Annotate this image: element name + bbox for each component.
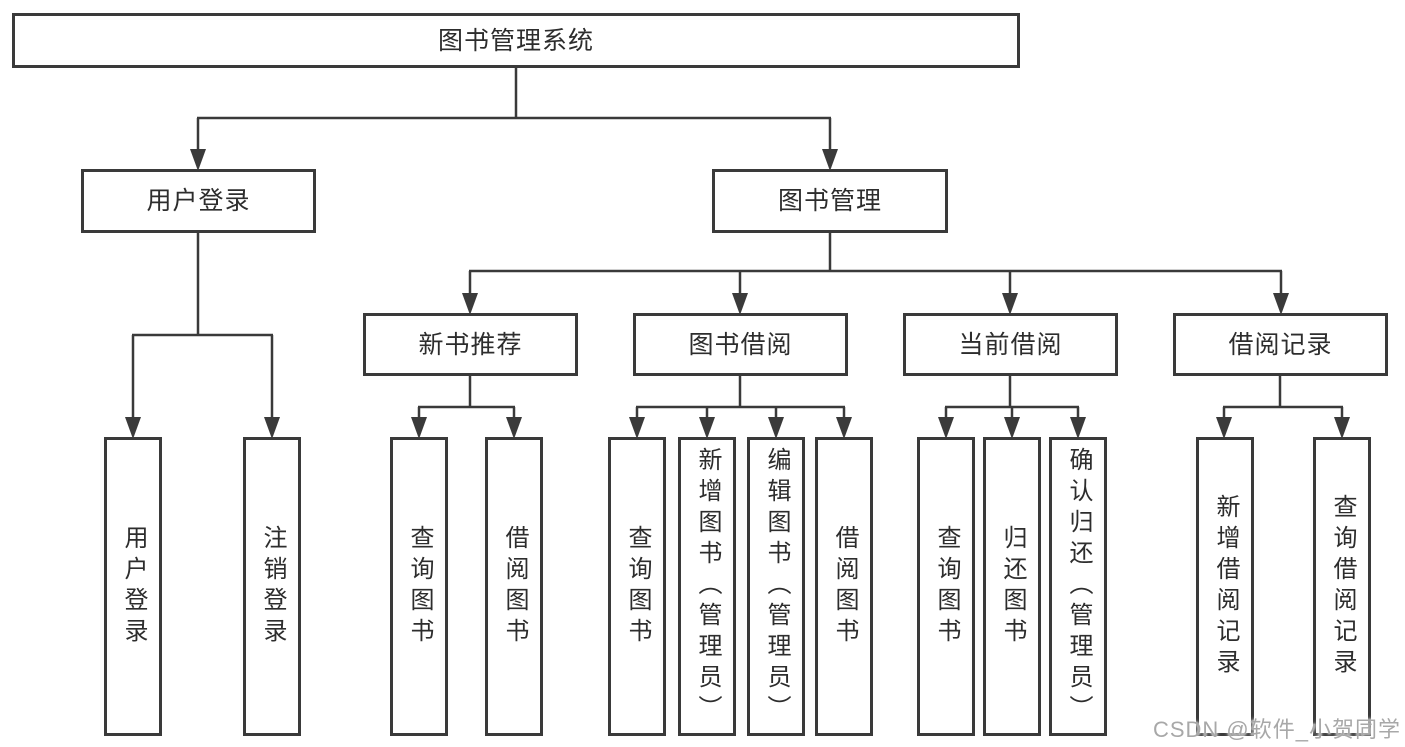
node-leaf-return-books: 归还图书 [983, 437, 1041, 736]
node-leaf-borrow-books: 借阅图书 [815, 437, 873, 736]
node-borrowing-records: 借阅记录 [1173, 313, 1388, 376]
node-leaf-query-books-current: 查询图书 [917, 437, 975, 736]
node-user-login: 用户登录 [81, 169, 316, 233]
node-leaf-query-books-recommend: 查询图书 [390, 437, 448, 736]
node-current-borrowing: 当前借阅 [903, 313, 1118, 376]
node-new-book-recommendation: 新书推荐 [363, 313, 578, 376]
node-leaf-confirm-return-admin: 确认归还（管理员） [1049, 437, 1107, 736]
node-leaf-user-login: 用户登录 [104, 437, 162, 736]
node-library-management-system: 图书管理系统 [12, 13, 1020, 68]
node-book-management: 图书管理 [712, 169, 948, 233]
node-leaf-query-borrow-record: 查询借阅记录 [1313, 437, 1371, 736]
node-leaf-query-books-borrowing: 查询图书 [608, 437, 666, 736]
node-book-borrowing: 图书借阅 [633, 313, 848, 376]
node-leaf-logout: 注销登录 [243, 437, 301, 736]
node-leaf-borrow-books-recommend: 借阅图书 [485, 437, 543, 736]
node-leaf-add-borrow-record: 新增借阅记录 [1196, 437, 1254, 736]
node-leaf-edit-books-admin: 编辑图书（管理员） [747, 437, 805, 736]
watermark: CSDN @软件_小贺同学 [1152, 717, 1401, 742]
node-leaf-add-books-admin: 新增图书（管理员） [678, 437, 736, 736]
